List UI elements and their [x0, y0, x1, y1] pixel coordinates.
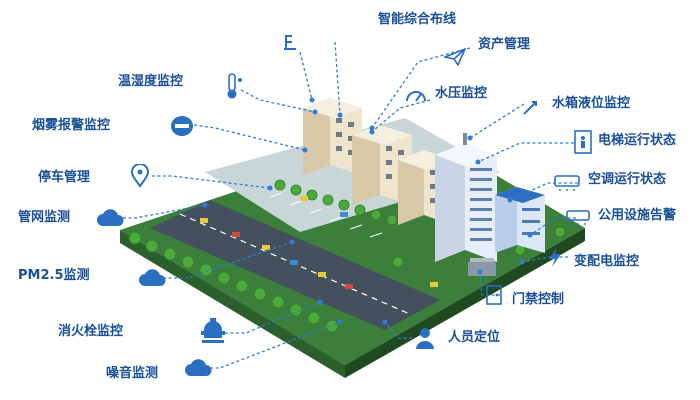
lightning-icon: [549, 247, 561, 267]
thermometer-icon: [227, 73, 242, 99]
label-tank-level: 水箱液位监控: [552, 96, 631, 111]
air-conditioner-icon: [566, 210, 590, 225]
door-access-icon: [486, 285, 502, 305]
label-noise: 噪音监测: [106, 366, 159, 381]
label-access-control: 门禁控制: [512, 292, 565, 307]
leader-endpoints: [202, 97, 533, 325]
elevator-icon: [574, 130, 592, 154]
label-assets: 资产管理: [478, 37, 531, 52]
label-water-pressure: 水压监控: [435, 86, 488, 101]
label-power-distribution: 变配电监控: [574, 254, 640, 269]
label-smoke-alarm: 烟雾报警监控: [32, 118, 111, 133]
paper-plane-icon: [444, 48, 466, 66]
cars: [200, 196, 438, 289]
label-utility-alarm: 公用设施告警: [598, 208, 677, 223]
location-pin-icon: [130, 164, 150, 188]
smoke-detector-icon: [171, 116, 193, 136]
air-conditioner-icon: [554, 175, 580, 191]
label-personnel: 人员定位: [448, 330, 501, 345]
cloud-icon: [139, 269, 166, 286]
parking-lot: [269, 192, 383, 238]
label-pm25: PM2.5监测: [18, 268, 90, 283]
label-temp-humidity: 温湿度监控: [118, 74, 184, 89]
label-parking: 停车管理: [38, 170, 91, 185]
apartment-building-1: [303, 98, 362, 175]
label-pipe-network: 管网监测: [18, 210, 71, 225]
office-tower: [435, 133, 497, 262]
tank-level-icon: [523, 101, 537, 115]
cloud-icon: [185, 359, 212, 376]
label-hvac: 空调运行状态: [588, 172, 667, 187]
cloud-icon: [97, 209, 124, 226]
label-hydrant: 消火栓监控: [58, 324, 124, 339]
fire-hydrant-icon: [201, 318, 225, 343]
network-cable-icon: [284, 35, 296, 50]
substation: [468, 258, 496, 276]
label-elevator: 电梯运行状态: [598, 133, 677, 148]
person-icon: [416, 328, 434, 349]
utility-building: [495, 187, 545, 253]
label-wiring: 智能综合布线: [378, 12, 457, 27]
pressure-gauge-icon: [406, 91, 426, 102]
